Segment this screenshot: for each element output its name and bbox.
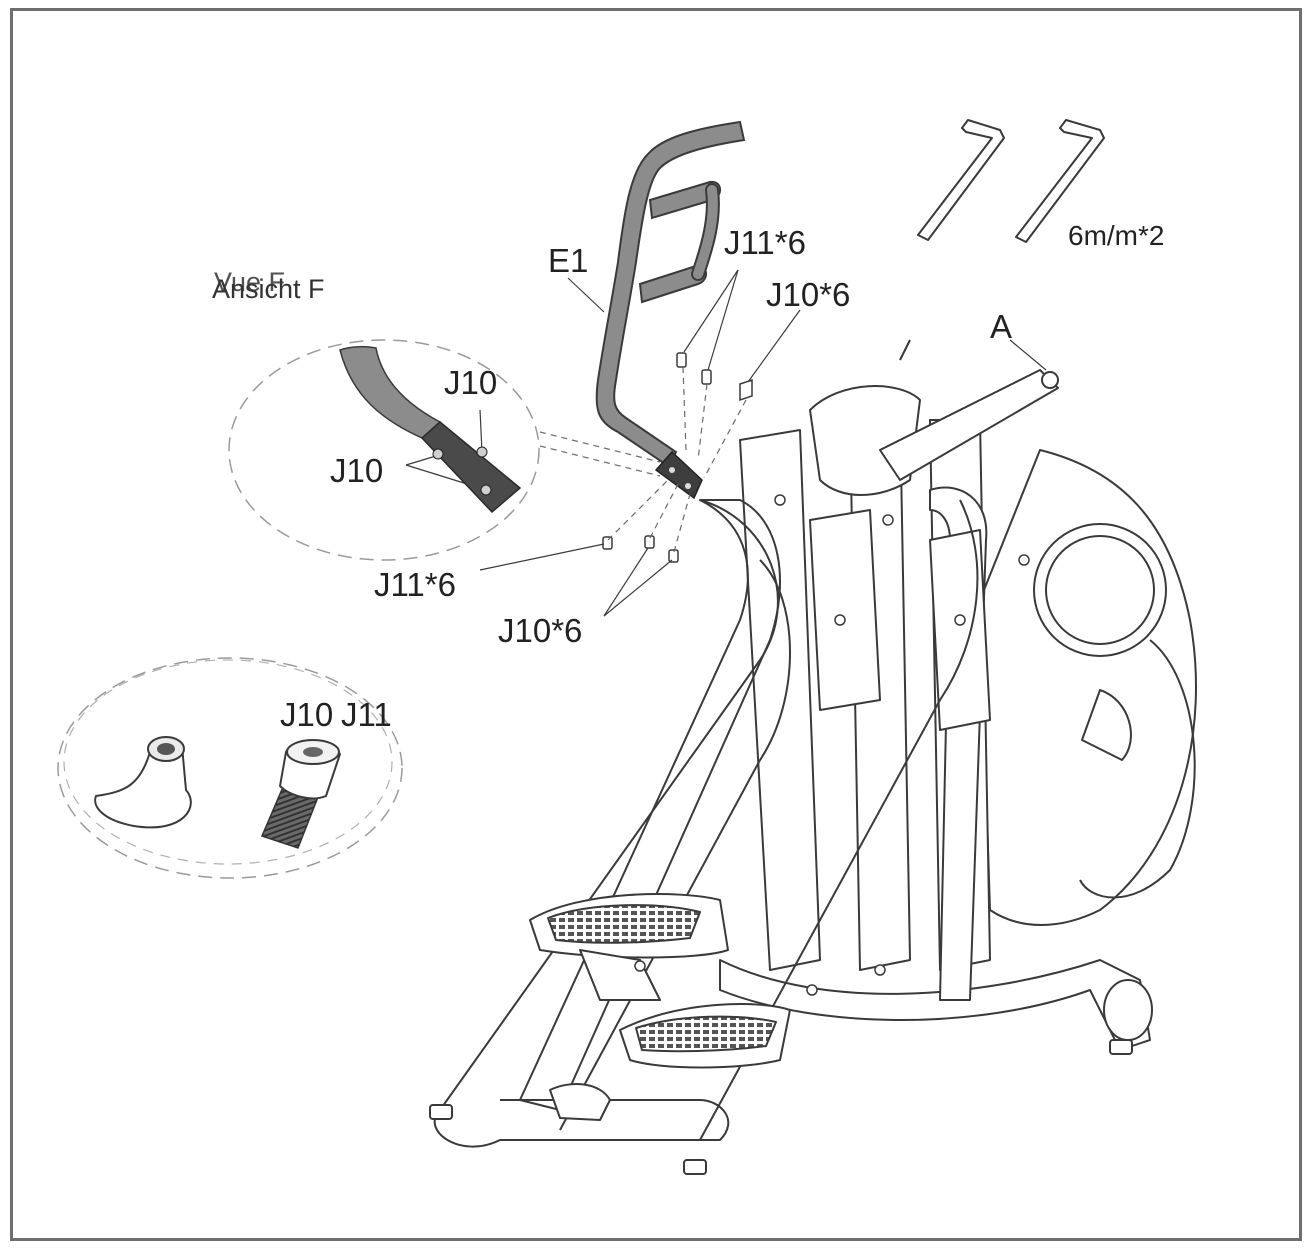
allen-wrench-1 bbox=[917, 119, 1005, 241]
label-j11-top: J11*6 bbox=[724, 224, 806, 261]
label-e1: E1 bbox=[548, 242, 589, 279]
label-j10-top: J10*6 bbox=[766, 276, 851, 313]
view-label-fr: Vue F bbox=[214, 267, 286, 297]
label-j10-detail-lower: J10 bbox=[330, 452, 384, 489]
bushing-j11 bbox=[94, 736, 192, 829]
bolt-j10 bbox=[260, 739, 342, 849]
detail-view-f bbox=[228, 339, 540, 561]
label-j10-detail-upper: J10 bbox=[444, 364, 498, 401]
label-wrench-spec: 6m/m*2 bbox=[1068, 220, 1165, 251]
frame-bolts bbox=[634, 494, 1030, 996]
allen-wrench-2 bbox=[1015, 119, 1105, 243]
fasteners-exploded bbox=[602, 352, 753, 563]
elliptical-frame-a bbox=[429, 339, 1197, 1175]
label-hardware-j10: J10 bbox=[280, 696, 334, 733]
dashed-guides bbox=[539, 366, 747, 553]
view-label-de: Ansicht F bbox=[212, 274, 325, 304]
page-border bbox=[10, 8, 1302, 1241]
label-j10-bottom: J10*6 bbox=[498, 612, 583, 649]
hardware-detail bbox=[57, 657, 403, 879]
handlebar-e1 bbox=[595, 120, 746, 500]
label-hardware-j11: J11 bbox=[341, 696, 392, 733]
leader-lines bbox=[405, 269, 1047, 617]
label-a: A bbox=[990, 308, 1013, 345]
label-j11-bottom: J11*6 bbox=[374, 566, 456, 603]
